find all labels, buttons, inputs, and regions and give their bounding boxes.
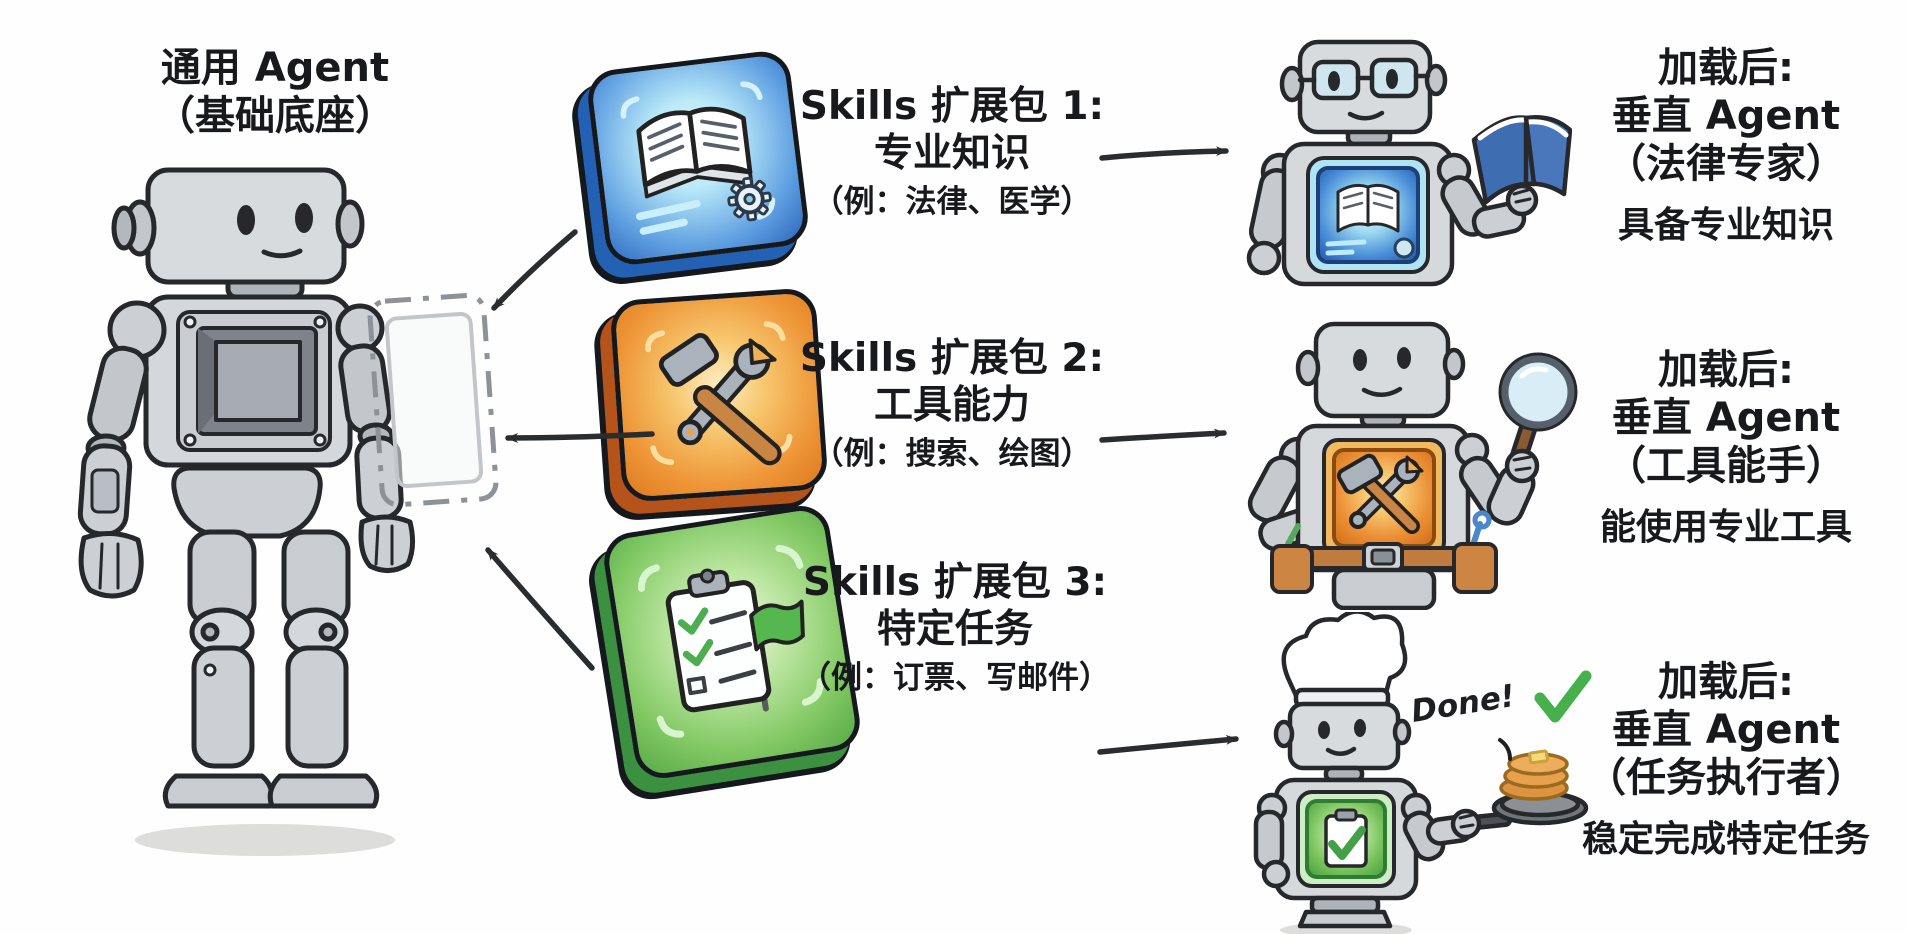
robot-head: [1287, 701, 1401, 771]
agent-2-role: （工具能手）: [1606, 443, 1846, 489]
agent-1-role: （法律专家）: [1606, 141, 1846, 187]
skill-pack-2-tile: [609, 287, 829, 503]
vertical-agent-3-label: 加载后: 垂直 Agent （任务执行者） 稳定完成特定任务: [1556, 658, 1896, 861]
book-gear-icon: [620, 81, 776, 235]
agent-2-type: 垂直 Agent: [1611, 395, 1841, 441]
base-agent-title-line1: 通用 Agent: [160, 45, 390, 91]
arrow-pack3-to-agent: [485, 547, 595, 671]
arrow-to-agent3: [1097, 734, 1239, 755]
vertical-agent-1-robot: [1246, 39, 1572, 287]
chest-panel-knowledge: [1306, 156, 1430, 274]
skill-pack-1-tile: [584, 48, 812, 268]
robot-eye: [295, 203, 313, 233]
skill-pack-2-label: Skills 扩展包 2: 工具能力 （例：搜索、绘图）: [782, 336, 1122, 473]
skill-pack-1-name: 专业知识: [873, 130, 1030, 176]
skill-pack-2-tile-face: [609, 287, 829, 503]
skill-pack-2-title: Skills 扩展包 2:: [799, 336, 1105, 381]
agent-1-type: 垂直 Agent: [1611, 93, 1841, 139]
chest-panel-tools: [1322, 438, 1446, 558]
skill-pack-3-examples: （例：订票、写邮件）: [800, 659, 1110, 696]
vertical-agent-2-robot: [1247, 321, 1578, 610]
vertical-agent-3-robot: [1253, 612, 1589, 934]
skill-pack-1-examples: （例：法律、医学）: [812, 183, 1092, 220]
skill-pack-2-examples: （例：搜索、绘图）: [812, 435, 1092, 472]
base-agent-title: 通用 Agent （基础底座）: [110, 44, 440, 140]
chef-hat-icon: [1281, 612, 1408, 709]
agent-3-type: 垂直 Agent: [1611, 707, 1841, 753]
skill-pack-3-tile-face: [600, 501, 864, 783]
skill-pack-1-title: Skills 扩展包 1:: [799, 84, 1105, 129]
skill-pack-3-label: Skills 扩展包 3: 特定任务 （例：订票、写邮件）: [770, 560, 1140, 697]
robot-head: [1313, 321, 1451, 419]
skill-pack-2-name: 工具能力: [873, 382, 1030, 428]
agent-2-capability: 能使用专业工具: [1599, 507, 1852, 548]
base-agent-title-line2: （基础底座）: [155, 93, 395, 139]
glasses-icon: [1297, 57, 1431, 101]
robot-shadow: [135, 824, 395, 856]
tool-belt: [1270, 510, 1498, 594]
skill-pack-1-label: Skills 扩展包 1: 专业知识 （例：法律、医学）: [782, 84, 1122, 221]
skill-pack-3-name: 特定任务: [876, 606, 1033, 652]
arrow-pack1-to-agent: [491, 229, 578, 311]
hammer-wrench-icon: [645, 321, 793, 466]
agent-3-loaded: 加载后:: [1658, 659, 1794, 705]
clipboard-flag-icon: [638, 545, 824, 738]
skill-pack-1-tile-face: [584, 48, 812, 268]
pancakes-icon: [1499, 749, 1569, 801]
skill-pack-3-tile: [600, 501, 864, 783]
magnifier-icon: [1498, 352, 1578, 472]
base-agent-robot: [77, 167, 416, 856]
agent-3-role: （任务执行者）: [1586, 755, 1866, 801]
gear-icon: [727, 176, 772, 222]
agent-2-loaded: 加载后:: [1658, 347, 1794, 393]
robot-eye: [237, 205, 255, 235]
skill-pack-3-title: Skills 扩展包 3:: [802, 560, 1108, 605]
chest-panel-tasks: [1296, 790, 1396, 888]
agent-3-capability: 稳定完成特定任务: [1581, 819, 1870, 860]
open-book-icon: [1471, 115, 1572, 205]
agent-1-loaded: 加载后:: [1658, 45, 1794, 91]
vertical-agent-1-label: 加载后: 垂直 Agent （法律专家） 具备专业知识: [1566, 44, 1886, 247]
agent-1-capability: 具备专业知识: [1617, 205, 1834, 246]
vertical-agent-2-label: 加载后: 垂直 Agent （工具能手） 能使用专业工具: [1566, 346, 1886, 549]
